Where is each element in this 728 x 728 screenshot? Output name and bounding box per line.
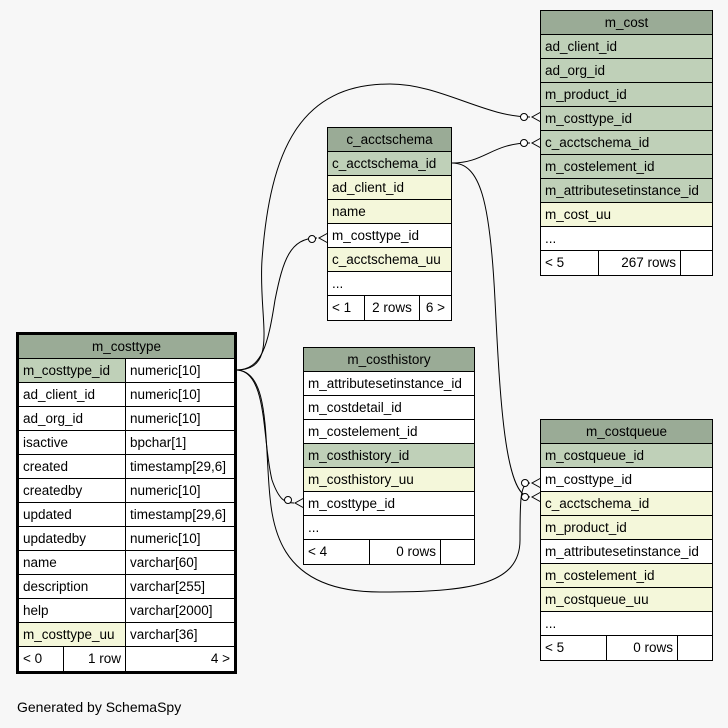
column-name[interactable]: created [23, 459, 69, 474]
column-name[interactable]: m_costelement_id [308, 424, 418, 439]
table-footer: < 5 0 rows [541, 636, 712, 660]
column-name[interactable]: c_acctschema_id [545, 135, 650, 150]
column-type: bpchar[1] [125, 431, 234, 454]
child-count: 6 > [419, 296, 451, 320]
parent-count: < 4 [308, 544, 328, 559]
parent-count: < 5 [545, 255, 565, 270]
column-name[interactable]: updated [23, 507, 72, 522]
column-name[interactable]: m_attributesetinstance_id [308, 376, 462, 391]
table-m-costtype[interactable]: m_costtype m_costtype_id numeric[10] ad_… [16, 332, 237, 674]
column-type: numeric[10] [125, 479, 234, 502]
column-name[interactable]: c_acctschema_id [545, 496, 650, 511]
table-title[interactable]: m_costqueue [541, 420, 712, 444]
column-name[interactable]: name [23, 555, 57, 570]
table-title[interactable]: m_cost [541, 11, 712, 35]
column-name[interactable]: m_costelement_id [545, 568, 655, 583]
column-name[interactable]: ... [308, 520, 320, 535]
table-m-costqueue[interactable]: m_costqueue m_costqueue_id m_costtype_id… [540, 419, 713, 661]
column-name[interactable]: help [23, 603, 49, 618]
row-count: 1 row [63, 647, 125, 671]
table-footer: < 4 0 rows [304, 540, 474, 564]
row-count: 0 rows [606, 636, 677, 660]
column-name[interactable]: m_costdetail_id [308, 400, 402, 415]
column-name[interactable]: description [23, 579, 89, 594]
parent-count: < 0 [23, 651, 43, 666]
parent-count: < 1 [332, 300, 352, 315]
table-footer: < 0 1 row 4 > [19, 647, 234, 671]
column-name[interactable]: ... [545, 616, 557, 631]
column-name[interactable]: updatedby [23, 531, 87, 546]
row-count: 267 rows [598, 251, 680, 275]
column-name[interactable]: m_product_id [545, 87, 627, 102]
row-count: 0 rows [369, 540, 440, 564]
column-name[interactable]: m_costhistory_uu [308, 472, 414, 487]
column-name[interactable]: ... [545, 231, 557, 246]
column-name[interactable]: m_costtype_id [308, 496, 396, 511]
column-type: numeric[10] [125, 407, 234, 430]
child-count [680, 251, 712, 275]
column-name[interactable]: ... [332, 276, 344, 291]
column-name[interactable]: m_product_id [545, 520, 627, 535]
column-name[interactable]: m_costelement_id [545, 159, 655, 174]
child-count: 4 > [125, 647, 234, 671]
column-name[interactable]: m_attributesetinstance_id [545, 183, 699, 198]
column-name[interactable]: ad_org_id [545, 63, 606, 78]
column-name[interactable]: ad_org_id [23, 411, 84, 426]
column-name[interactable]: m_costtype_id [545, 111, 633, 126]
column-name[interactable]: m_costqueue_id [545, 448, 645, 463]
row-count: 2 rows [364, 296, 419, 320]
table-title[interactable]: m_costtype [19, 335, 234, 359]
column-name[interactable]: isactive [23, 435, 69, 450]
column-name[interactable]: m_costtype_uu [19, 623, 125, 646]
column-name[interactable]: ad_client_id [545, 39, 618, 54]
table-m-costhistory[interactable]: m_costhistory m_attributesetinstance_id … [303, 347, 475, 565]
column-name[interactable]: m_costtype_id [19, 359, 125, 382]
child-count [677, 636, 712, 660]
table-title[interactable]: c_acctschema [328, 128, 451, 152]
edge-mcost-acctschema [451, 142, 531, 164]
column-name[interactable]: m_costtype_id [545, 472, 633, 487]
column-type: numeric[10] [125, 527, 234, 550]
table-m-cost[interactable]: m_cost ad_client_id ad_org_id m_product_… [540, 10, 713, 276]
column-type: varchar[36] [125, 623, 234, 646]
table-c-acctschema[interactable]: c_acctschema c_acctschema_id ad_client_i… [327, 127, 452, 321]
parent-count: < 5 [545, 640, 565, 655]
column-name[interactable]: m_costtype_id [332, 228, 420, 243]
column-name[interactable]: name [332, 204, 366, 219]
edge-costhistory-costtype [235, 369, 295, 504]
column-name[interactable]: m_costhistory_id [308, 448, 410, 463]
child-count [440, 540, 474, 564]
column-name[interactable]: m_attributesetinstance_id [545, 544, 699, 559]
column-name[interactable]: createdby [23, 483, 83, 498]
column-type: varchar[2000] [125, 599, 234, 622]
column-type: timestamp[29,6] [125, 503, 234, 526]
column-name[interactable]: c_acctschema_id [332, 156, 437, 171]
column-name[interactable]: c_acctschema_uu [332, 252, 441, 267]
column-type: varchar[60] [125, 551, 234, 574]
column-name[interactable]: m_cost_uu [545, 207, 612, 222]
table-title[interactable]: m_costhistory [304, 348, 474, 372]
generated-by-label: Generated by SchemaSpy [17, 699, 182, 715]
table-footer: < 1 2 rows 6 > [328, 296, 451, 320]
column-type: numeric[10] [125, 383, 234, 406]
column-type: timestamp[29,6] [125, 455, 234, 478]
column-name[interactable]: m_costqueue_uu [545, 592, 649, 607]
column-type: varchar[255] [125, 575, 234, 598]
column-name[interactable]: ad_client_id [332, 180, 405, 195]
column-type: numeric[10] [125, 359, 234, 382]
column-name[interactable]: ad_client_id [23, 387, 96, 402]
table-footer: < 5 267 rows [541, 251, 712, 275]
